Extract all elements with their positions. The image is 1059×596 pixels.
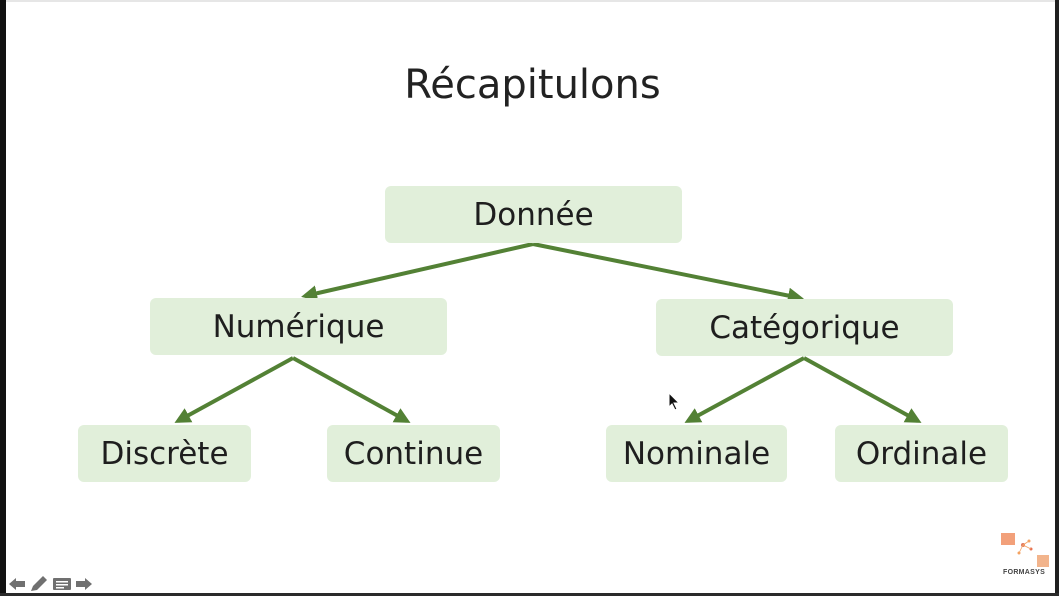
arrow-numerique-continue bbox=[292, 356, 411, 423]
arrow-numerique-discrete bbox=[174, 356, 294, 423]
slide-nav-toolbar bbox=[8, 575, 93, 593]
window-right-edge bbox=[1055, 0, 1059, 596]
node-numerique: Numérique bbox=[150, 298, 447, 355]
formasys-logo bbox=[1001, 533, 1049, 567]
arrow-donnee-categorique bbox=[532, 242, 804, 304]
window-left-edge bbox=[0, 0, 6, 596]
node-nominale: Nominale bbox=[606, 425, 787, 482]
node-ordinale: Ordinale bbox=[835, 425, 1008, 482]
arrow-left-icon[interactable] bbox=[8, 576, 26, 592]
node-donnee: Donnée bbox=[385, 186, 682, 243]
window-top-edge bbox=[0, 0, 1059, 2]
slide-title: Récapitulons bbox=[404, 62, 661, 108]
arrow-categorique-nominale bbox=[684, 356, 805, 423]
node-discrete: Discrète bbox=[78, 425, 251, 482]
node-continue: Continue bbox=[327, 425, 500, 482]
arrow-right-icon[interactable] bbox=[75, 576, 93, 592]
mouse-cursor-icon bbox=[668, 392, 681, 411]
arrow-donnee-numerique bbox=[301, 242, 534, 302]
pen-icon[interactable] bbox=[29, 575, 49, 593]
window-bottom-edge bbox=[0, 593, 1059, 596]
arrow-categorique-ordinale bbox=[803, 356, 922, 423]
logo-text: FORMASYS bbox=[1003, 569, 1046, 576]
slide-menu-icon[interactable] bbox=[52, 576, 72, 592]
node-categorique: Catégorique bbox=[656, 299, 953, 356]
